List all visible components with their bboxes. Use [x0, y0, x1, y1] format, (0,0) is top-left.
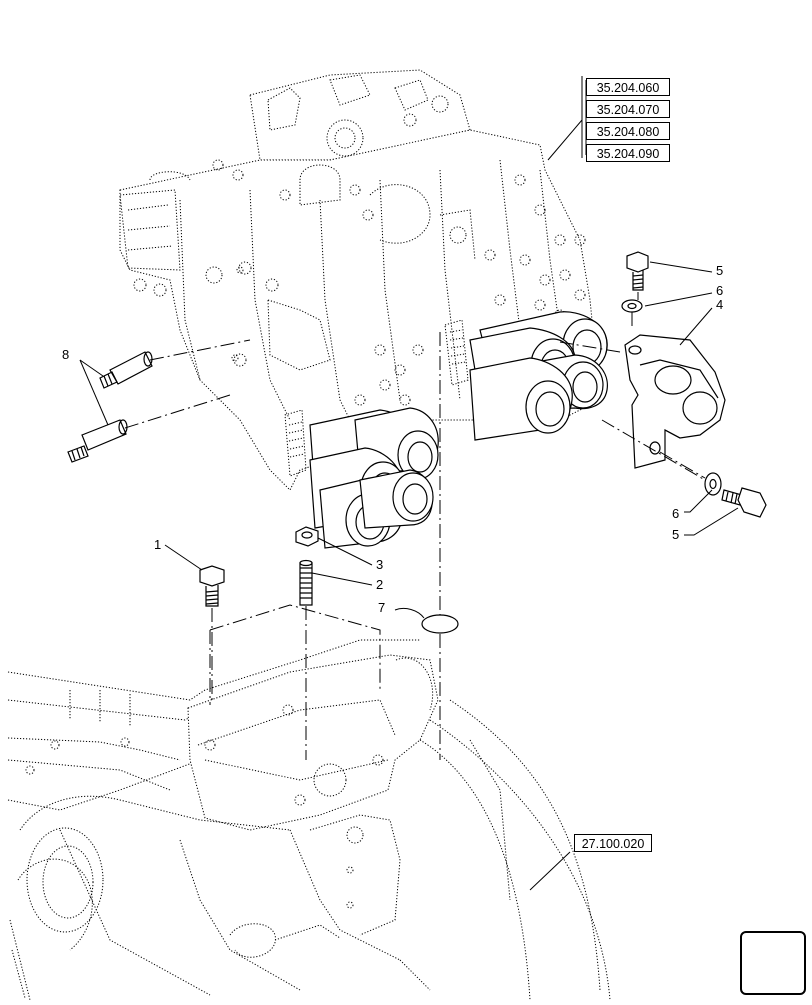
- callout-2: 2: [376, 577, 384, 592]
- callout-5-bottom: 5: [672, 527, 680, 542]
- callout-1: 1: [154, 537, 162, 552]
- washer-part-6-top: [621, 299, 643, 313]
- callout-4: 4: [716, 297, 724, 312]
- bolt-part-5-bottom: [721, 487, 767, 518]
- callout-8: 8: [62, 347, 70, 362]
- nut-part-3: [295, 526, 319, 547]
- assembly-centre-lines: [124, 292, 706, 760]
- reference-35-204-080[interactable]: 35.204.080: [586, 122, 670, 140]
- callout-6-bottom: 6: [672, 506, 680, 521]
- callout-leaders: [79, 76, 739, 891]
- bracket-part-4: [624, 334, 726, 469]
- stud-part-8-lower: [67, 419, 128, 463]
- reference-35-204-070[interactable]: 35.204.070: [586, 100, 670, 118]
- reference-35-204-090[interactable]: 35.204.090: [586, 144, 670, 162]
- frame-housing: [7, 639, 611, 1001]
- callout-7: 7: [378, 600, 386, 615]
- reference-27-100-020[interactable]: 27.100.020: [574, 834, 652, 852]
- callout-5-top: 5: [716, 263, 724, 278]
- callout-6-top: 6: [716, 283, 724, 298]
- callout-3: 3: [376, 557, 384, 572]
- quick-couplers: [309, 311, 608, 549]
- stud-part-8-upper: [99, 351, 153, 389]
- bolt-part-5-top: [626, 251, 649, 291]
- reference-35-204-060[interactable]: 35.204.060: [586, 78, 670, 96]
- washer-part-6-bottom: [704, 472, 722, 496]
- next-page-button[interactable]: [740, 931, 806, 995]
- bolt-part-1: [199, 565, 225, 607]
- stud-part-2: [299, 559, 313, 606]
- o-ring-part-7: [421, 614, 459, 634]
